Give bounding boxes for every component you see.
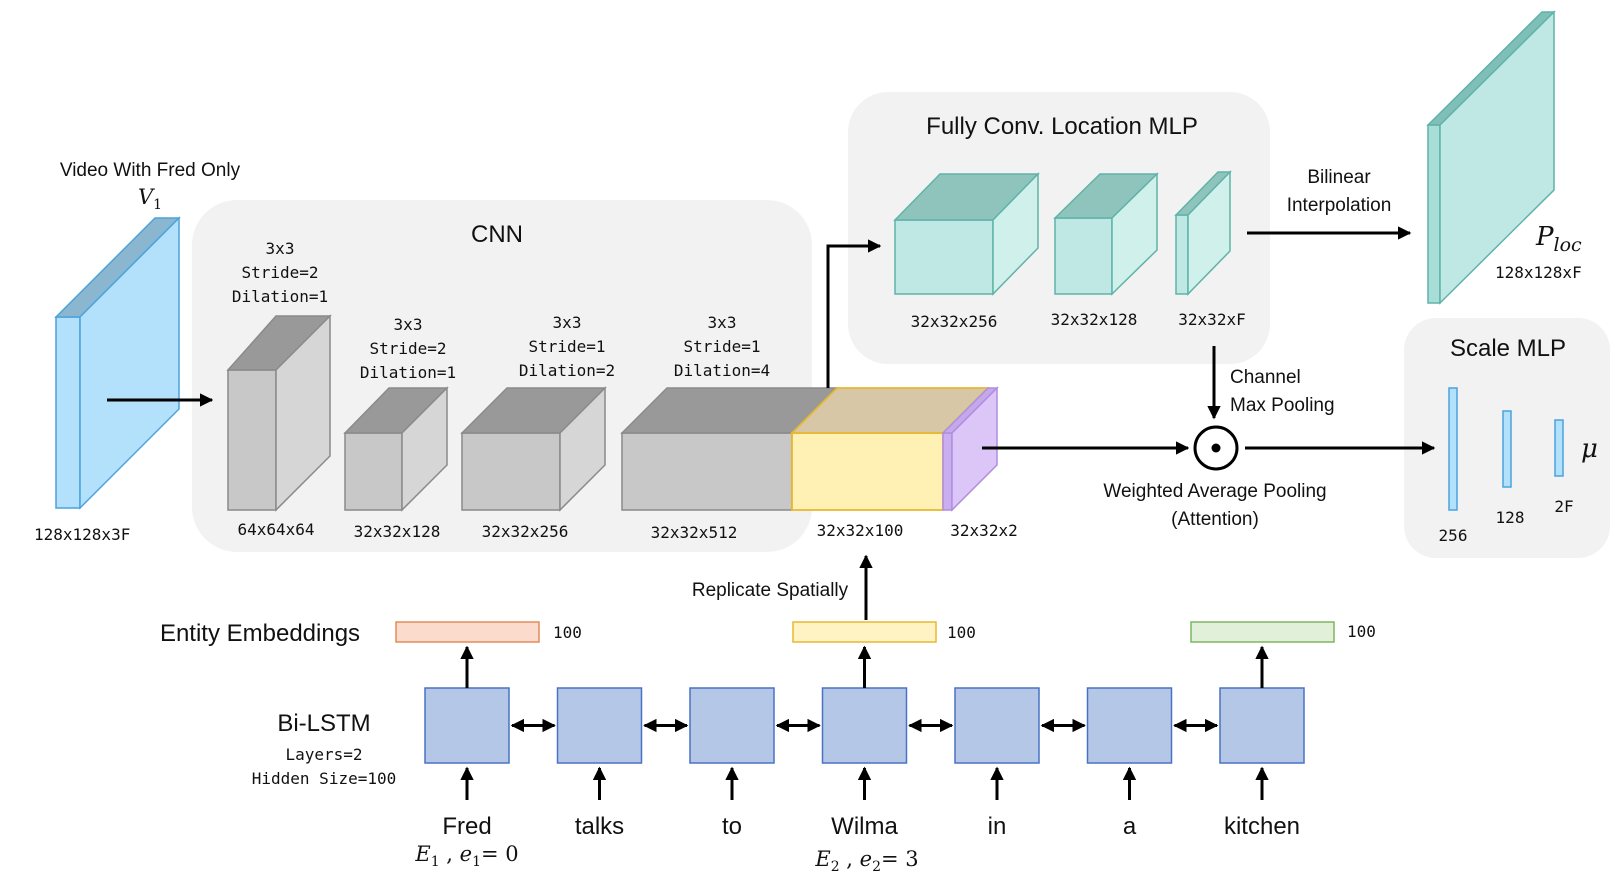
cnn-layer-1-dims: 64x64x64 — [237, 520, 314, 539]
lstm-cell-2 — [556, 687, 643, 764]
ploc-volume — [1426, 10, 1556, 305]
ploc-symbol: Ploc — [1535, 222, 1582, 256]
svg-text:Dilation=4: Dilation=4 — [674, 361, 770, 380]
embedding-fred-size: 100 — [553, 623, 582, 642]
bilstm-param-2: Hidden Size=100 — [252, 769, 397, 788]
mu-symbol: μ — [1581, 434, 1598, 464]
weighted-pool-label-1: Weighted Average Pooling — [1103, 481, 1326, 502]
coord-feature-block — [941, 386, 999, 512]
input-volume — [54, 216, 181, 510]
loc-mlp-dims-2: 32x32x128 — [1051, 310, 1138, 329]
cnn-title: CNN — [471, 221, 523, 248]
svg-text:Stride=1: Stride=1 — [528, 337, 605, 356]
lstm-cell-7 — [1219, 687, 1305, 764]
bilstm-param-1: Layers=2 — [285, 745, 362, 764]
cnn-layer-1-params: 3x3 Stride=2 Dilation=1 — [232, 239, 328, 306]
lstm-layer: Fred talks to Wilma in a kitchen — [424, 645, 1305, 840]
word-6: a — [1123, 813, 1137, 840]
cnn-layer-4-params: 3x3 Stride=1 Dilation=4 — [674, 313, 770, 380]
scale-mlp-layer-1 — [1448, 387, 1458, 511]
lstm-cell-5 — [954, 687, 1040, 764]
svg-text:Stride=1: Stride=1 — [683, 337, 760, 356]
lstm-cell-3 — [689, 687, 775, 764]
odot-dot — [1211, 443, 1221, 453]
embedding-wilma — [792, 621, 937, 643]
svg-text:Dilation=1: Dilation=1 — [360, 363, 456, 382]
word-7: kitchen — [1224, 813, 1300, 840]
embedding-kitchen — [1190, 621, 1335, 643]
scale-mlp-dims-1: 256 — [1439, 526, 1468, 545]
embedding-kitchen-size: 100 — [1347, 622, 1376, 641]
svg-text:Dilation=1: Dilation=1 — [232, 287, 328, 306]
input-title: Video With Fred Only — [60, 160, 241, 181]
loc-mlp-dims-1: 32x32x256 — [911, 312, 998, 331]
loc-mlp-title: Fully Conv. Location MLP — [926, 113, 1198, 140]
svg-text:Stride=2: Stride=2 — [241, 263, 318, 282]
cnn-block-2 — [343, 386, 449, 512]
bilinear-label-1: Bilinear — [1307, 167, 1371, 188]
cnn-layer-3-params: 3x3 Stride=1 Dilation=2 — [519, 313, 615, 380]
channel-pool-label-1: Channel — [1230, 367, 1301, 388]
channel-pool-label-2: Max Pooling — [1230, 395, 1335, 416]
word-3: to — [722, 813, 742, 840]
cnn-to-loc-mlp-arrow — [826, 239, 882, 388]
lstm-cell-4 — [821, 687, 908, 764]
svg-text:3x3: 3x3 — [394, 315, 423, 334]
scale-mlp-layer-2 — [1502, 410, 1512, 488]
bilinear-label-2: Interpolation — [1287, 195, 1392, 216]
loc-mlp-block-2 — [1053, 172, 1159, 296]
input-symbol: V1 — [138, 185, 162, 213]
cnn-layer-2-params: 3x3 Stride=2 Dilation=1 — [360, 315, 456, 382]
word-1: Fred — [442, 813, 491, 840]
loc-mlp-dims-3: 32x32xF — [1178, 310, 1245, 329]
svg-text:3x3: 3x3 — [553, 313, 582, 332]
cnn-block-1 — [226, 314, 332, 512]
replicate-label: Replicate Spatially — [692, 580, 849, 601]
bilstm-title: Bi-LSTM — [277, 710, 370, 737]
svg-text:Stride=2: Stride=2 — [369, 339, 446, 358]
scale-mlp-dims-2: 128 — [1496, 508, 1525, 527]
cnn-layer-4-dims: 32x32x512 — [651, 523, 738, 542]
svg-text:3x3: 3x3 — [708, 313, 737, 332]
embedding-wilma-size: 100 — [947, 623, 976, 642]
word-4: Wilma — [831, 813, 898, 840]
cnn-layer-3-dims: 32x32x256 — [482, 522, 569, 541]
loc-mlp-block-1 — [893, 172, 1040, 296]
coord-feature-dims: 32x32x2 — [950, 521, 1017, 540]
embedding-fred — [395, 621, 540, 643]
scale-mlp-dims-3: 2F — [1554, 497, 1573, 516]
input-dims: 128x128x3F — [34, 525, 130, 544]
scale-mlp-title: Scale MLP — [1450, 335, 1566, 362]
scale-mlp-layer-3 — [1554, 419, 1564, 477]
cnn-block-3 — [460, 386, 607, 512]
word-2: talks — [575, 813, 624, 840]
lstm-cell-6 — [1086, 687, 1173, 764]
embeddings-title: Entity Embeddings — [160, 620, 360, 647]
loc-mlp-block-3 — [1174, 170, 1232, 296]
word-5: in — [988, 813, 1007, 840]
entity-label-wilma: E2 , e2= 3 — [814, 847, 918, 874]
lstm-cell-1 — [424, 687, 510, 764]
entity-label-fred: E1 , e1= 0 — [414, 842, 518, 870]
svg-text:3x3: 3x3 — [266, 239, 295, 258]
entity-feature-dims: 32x32x100 — [817, 521, 904, 540]
weighted-pool-label-2: (Attention) — [1171, 509, 1259, 530]
cnn-layer-2-dims: 32x32x128 — [354, 522, 441, 541]
svg-text:Dilation=2: Dilation=2 — [519, 361, 615, 380]
ploc-dims: 128x128xF — [1495, 263, 1582, 282]
